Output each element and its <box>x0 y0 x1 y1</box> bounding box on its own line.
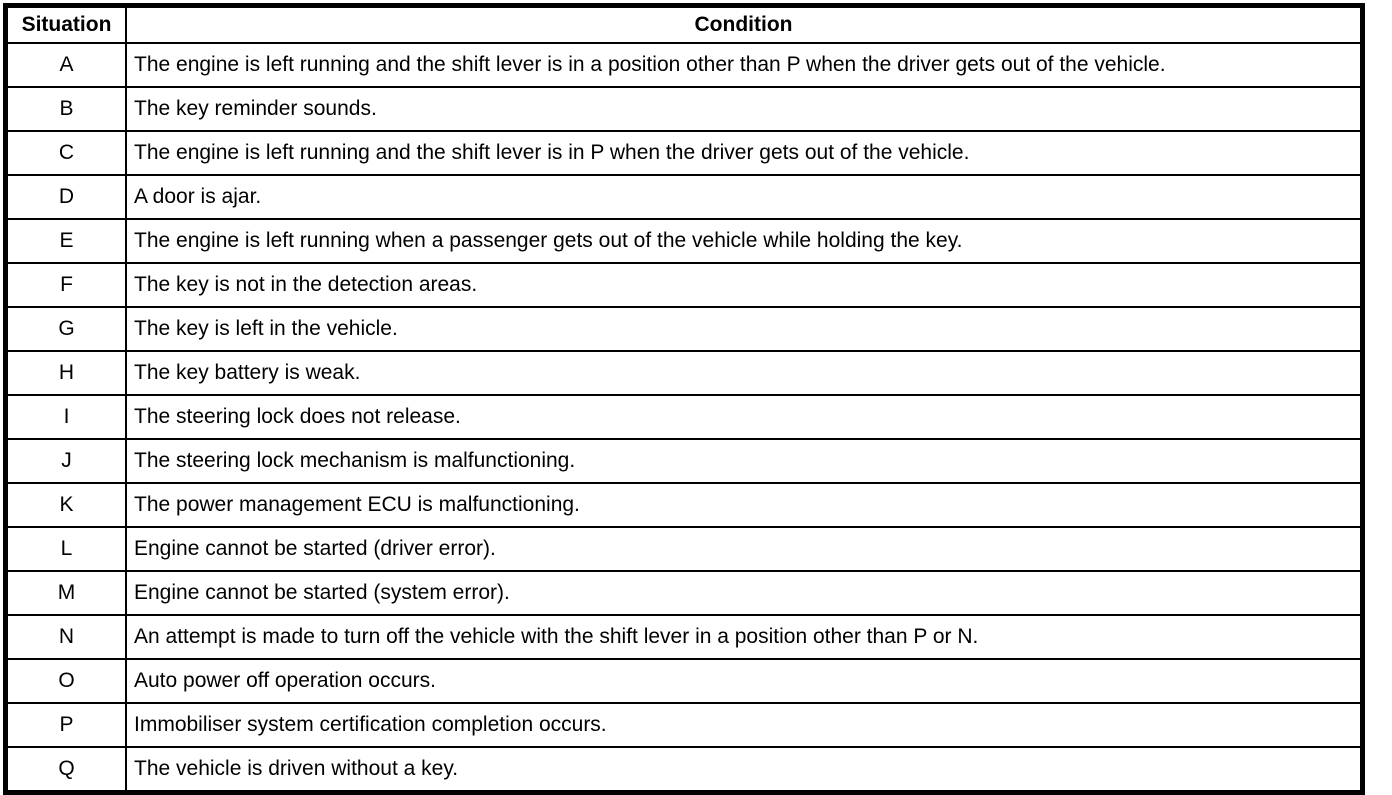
condition-cell: The key is left in the vehicle. <box>125 306 1364 352</box>
table-row: G The key is left in the vehicle. <box>4 306 1364 352</box>
condition-cell: Engine cannot be started (system error). <box>125 570 1364 616</box>
table-row: B The key reminder sounds. <box>4 86 1364 132</box>
table-row: L Engine cannot be started (driver error… <box>4 526 1364 572</box>
table-row: A The engine is left running and the shi… <box>4 42 1364 88</box>
condition-cell: The engine is left running and the shift… <box>125 130 1364 176</box>
document-page: Situation Condition A The engine is left… <box>3 3 1365 795</box>
table-row: F The key is not in the detection areas. <box>4 262 1364 308</box>
situation-cell: I <box>4 394 127 440</box>
situation-cell: N <box>4 614 127 660</box>
condition-cell: The key battery is weak. <box>125 350 1364 396</box>
table-row: K The power management ECU is malfunctio… <box>4 482 1364 528</box>
condition-cell: The steering lock does not release. <box>125 394 1364 440</box>
situation-cell: J <box>4 438 127 484</box>
situation-condition-table: Situation Condition A The engine is left… <box>3 3 1365 795</box>
situation-cell: H <box>4 350 127 396</box>
situation-cell: G <box>4 306 127 352</box>
situation-column-header: Situation <box>4 4 127 44</box>
condition-cell: Engine cannot be started (driver error). <box>125 526 1364 572</box>
situation-cell: O <box>4 658 127 704</box>
situation-cell: B <box>4 86 127 132</box>
table-row: M Engine cannot be started (system error… <box>4 570 1364 616</box>
table-row: P Immobiliser system certification compl… <box>4 702 1364 748</box>
condition-cell: The engine is left running and the shift… <box>125 42 1364 88</box>
condition-cell: The power management ECU is malfunctioni… <box>125 482 1364 528</box>
condition-cell: The key reminder sounds. <box>125 86 1364 132</box>
situation-cell: E <box>4 218 127 264</box>
table-row: I The steering lock does not release. <box>4 394 1364 440</box>
table-header-row: Situation Condition <box>4 4 1364 44</box>
condition-cell: The key is not in the detection areas. <box>125 262 1364 308</box>
condition-cell: Auto power off operation occurs. <box>125 658 1364 704</box>
condition-cell: Immobiliser system certification complet… <box>125 702 1364 748</box>
situation-cell: C <box>4 130 127 176</box>
condition-cell: The steering lock mechanism is malfuncti… <box>125 438 1364 484</box>
table-row: D A door is ajar. <box>4 174 1364 220</box>
situation-cell: F <box>4 262 127 308</box>
table-row: E The engine is left running when a pass… <box>4 218 1364 264</box>
table-row: Q The vehicle is driven without a key. <box>4 746 1364 794</box>
condition-cell: The vehicle is driven without a key. <box>125 746 1364 794</box>
table-row: J The steering lock mechanism is malfunc… <box>4 438 1364 484</box>
condition-cell: An attempt is made to turn off the vehic… <box>125 614 1364 660</box>
condition-column-header: Condition <box>125 4 1364 44</box>
situation-cell: L <box>4 526 127 572</box>
situation-cell: P <box>4 702 127 748</box>
table-row: O Auto power off operation occurs. <box>4 658 1364 704</box>
table-row: C The engine is left running and the shi… <box>4 130 1364 176</box>
situation-cell: Q <box>4 746 127 794</box>
condition-cell: The engine is left running when a passen… <box>125 218 1364 264</box>
situation-cell: A <box>4 42 127 88</box>
condition-cell: A door is ajar. <box>125 174 1364 220</box>
table-row: H The key battery is weak. <box>4 350 1364 396</box>
situation-cell: K <box>4 482 127 528</box>
situation-cell: D <box>4 174 127 220</box>
situation-cell: M <box>4 570 127 616</box>
table-row: N An attempt is made to turn off the veh… <box>4 614 1364 660</box>
